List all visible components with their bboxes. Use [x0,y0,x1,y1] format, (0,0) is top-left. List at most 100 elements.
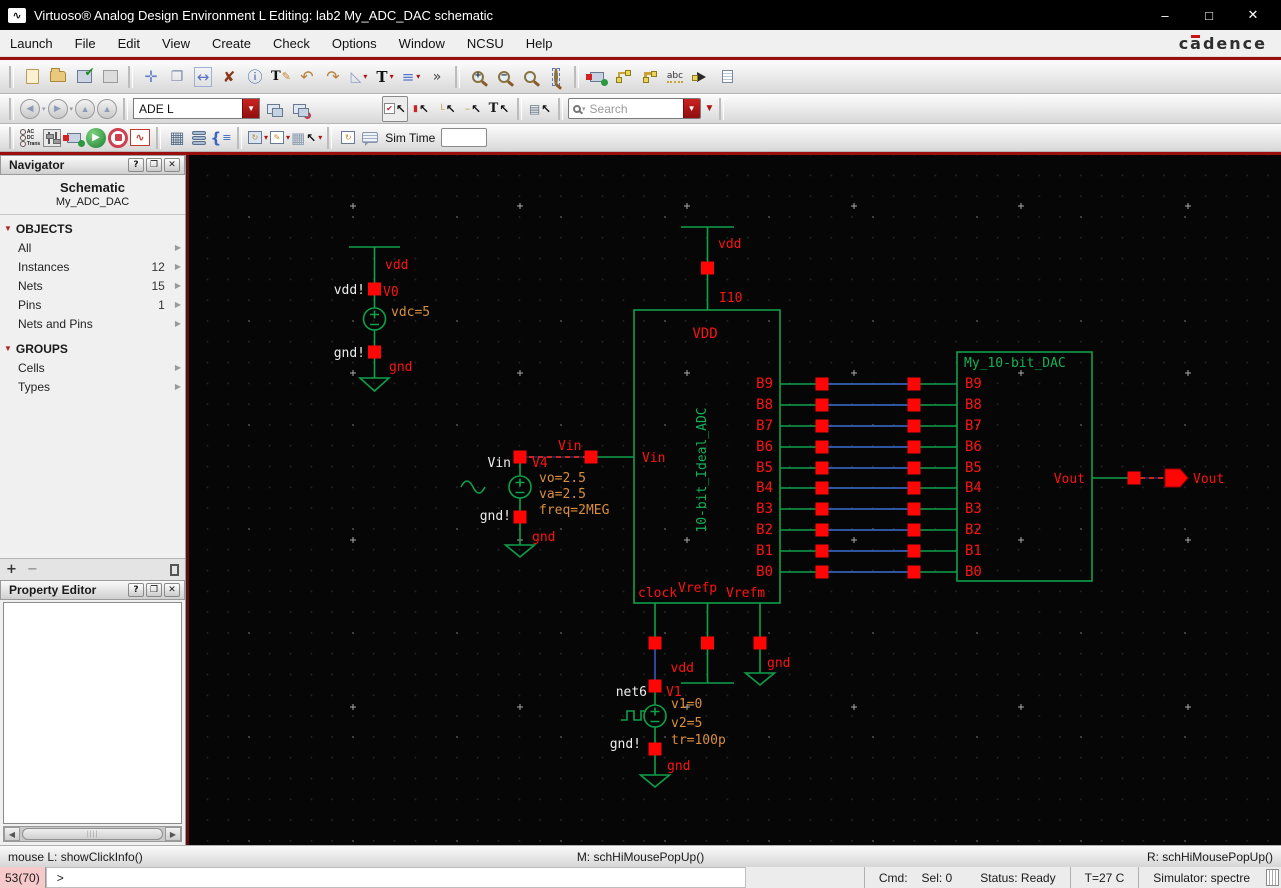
open-button[interactable] [45,64,71,90]
v0-param-vdc[interactable]: vdc=5 [391,305,430,320]
annotations-button[interactable] [359,127,381,149]
wire-b9[interactable] [780,377,957,391]
instance-name-i10[interactable]: I10 [719,291,742,306]
section-groups[interactable]: ▼ GROUPS [0,339,185,358]
expand-arrow-icon[interactable]: ▶ [174,319,181,328]
float-panel-icon[interactable]: ❐ [146,158,162,172]
wire-b5[interactable] [780,461,957,475]
search-history-icon[interactable]: ▼ [704,103,715,114]
wire-b0[interactable] [780,565,957,579]
v0-plus-terminal[interactable] [368,282,381,296]
vrefm-ground-connection[interactable]: gnd [743,603,791,687]
net-label-gnd[interactable]: gnd [532,530,555,545]
net-label-net6[interactable]: net6 [616,685,647,700]
results-browser-button[interactable] [188,127,210,149]
v1-param-tr[interactable]: tr=100p [671,733,726,748]
label-select-button[interactable]: T↖ [486,96,512,122]
reload-log-button[interactable]: ↻ [337,127,359,149]
dac-pin-b3[interactable]: B3 [965,501,982,517]
undo-button[interactable]: ↶ [294,64,320,90]
save-button[interactable] [97,64,123,90]
adc-pin-vrefm[interactable]: Vrefm [726,586,765,601]
text-style-button[interactable]: T▾ [372,64,398,90]
schematic-window-button[interactable]: ↻▾ [247,127,269,149]
instance-name-v1[interactable]: V1 [666,685,682,700]
net-label-vout[interactable]: Vout [1193,472,1224,487]
zoom-fit-button[interactable] [517,64,543,90]
expand-arrow-icon[interactable]: ▶ [174,382,181,391]
wire-b3[interactable] [780,502,957,516]
workspace-combo[interactable]: ADE L ▼ [133,98,261,119]
v4-minus-terminal[interactable] [513,510,527,524]
dac-pin-b6[interactable]: B6 [965,439,982,455]
back-button[interactable]: ◀ [19,98,41,120]
status-resize-widget[interactable] [1266,869,1279,886]
expand-arrow-icon[interactable]: ▶ [174,243,181,252]
schematic-dropdown-icon[interactable]: ▾ [263,133,268,142]
wire-b8[interactable] [780,398,957,412]
save-workspace-button[interactable] [260,96,286,122]
zoom-to-selected-button[interactable] [543,64,569,90]
help-icon[interactable]: ? [128,158,144,172]
tree-item-types[interactable]: Types ▶ [0,377,185,396]
dac-instance[interactable]: My_10-bit_DAC B9 B8 B7 B6 B5 B4 B3 B2 B1… [956,351,1093,582]
up-hierarchy-button[interactable]: ▲ [74,98,96,120]
pane-toggle-icon[interactable] [170,563,179,576]
setup-variables-button[interactable] [41,127,63,149]
v1-minus-terminal[interactable] [648,742,662,756]
scroll-left-icon[interactable]: ◀ [4,827,20,841]
partial-select-button[interactable]: ▮↖ [408,96,434,122]
create-instance-button[interactable] [584,64,610,90]
close-panel-icon[interactable]: ✕ [164,158,180,172]
calculator-button[interactable]: ▦ [166,127,188,149]
menu-options[interactable]: Options [331,35,377,51]
create-wire-button[interactable] [610,64,636,90]
net-label-gnd-global[interactable]: gnd! [610,737,641,752]
dac-pin-b7[interactable]: B7 [965,418,982,434]
navigator-titlebar[interactable]: Navigator ? ❐ ✕ [0,155,185,175]
add-group-button[interactable]: + [6,562,17,577]
help-icon[interactable]: ? [128,583,144,597]
check-and-save-button[interactable]: ✔ [71,64,97,90]
net-label-vdd[interactable]: vdd [718,237,741,252]
create-wide-wire-button[interactable] [636,64,662,90]
vout-pin-symbol[interactable] [1164,468,1189,488]
delete-button[interactable]: ✘ [216,64,242,90]
tree-item-pins[interactable]: Pins 1 ▶ [0,295,185,314]
v1-vpulse-source[interactable]: net6 V1 v1=0 v2=5 tr=100p gnd! gnd [610,603,726,789]
menu-help[interactable]: Help [525,35,553,51]
adc-instance-i10[interactable]: vdd I10 VDD 10-bit_Ideal_ADC Vin B9 B8 B… [633,226,781,604]
adc-pin-b5[interactable]: B5 [756,460,773,476]
align-button[interactable]: ≡▾ [398,64,424,90]
v4-param-vo[interactable]: vo=2.5 [539,471,586,486]
create-note-button[interactable] [714,64,740,90]
wire-b1[interactable] [780,544,957,558]
edit-dropdown-icon[interactable]: ▾ [285,133,290,142]
bit-bus-wires[interactable] [780,377,957,579]
remove-group-button[interactable]: − [26,562,38,577]
v1-param-v2[interactable]: v2=5 [671,716,702,731]
dac-pin-b9[interactable]: B9 [965,376,982,392]
adc-pin-b2[interactable]: B2 [756,522,773,538]
copy-button[interactable]: ❐ [164,64,190,90]
scroll-thumb[interactable]: |||| [22,828,163,840]
wire-b7[interactable] [780,419,957,433]
stop-simulation-button[interactable] [107,127,129,149]
v1-param-v1[interactable]: v1=0 [671,697,702,712]
create-label-button[interactable]: abc [662,64,688,90]
dac-pin-b8[interactable]: B8 [965,397,982,413]
rotate-dropdown-icon[interactable]: ▾ [363,72,368,81]
adc-pin-b6[interactable]: B6 [756,439,773,455]
deselect-button[interactable]: −↖ [460,96,486,122]
adc-pin-vrefp[interactable]: Vrefp [678,581,717,596]
menu-create[interactable]: Create [211,35,251,51]
menu-ncsu[interactable]: NCSU [466,35,504,51]
wire-b2[interactable] [780,523,957,537]
section-collapse-icon[interactable]: ▼ [4,224,12,233]
plot-results-button[interactable]: ∿ [129,127,151,149]
adc-pin-b9[interactable]: B9 [756,376,773,392]
tree-item-all[interactable]: All ▶ [0,238,185,257]
tree-item-instances[interactable]: Instances 12 ▶ [0,257,185,276]
dac-pin-b4[interactable]: B4 [965,480,982,496]
